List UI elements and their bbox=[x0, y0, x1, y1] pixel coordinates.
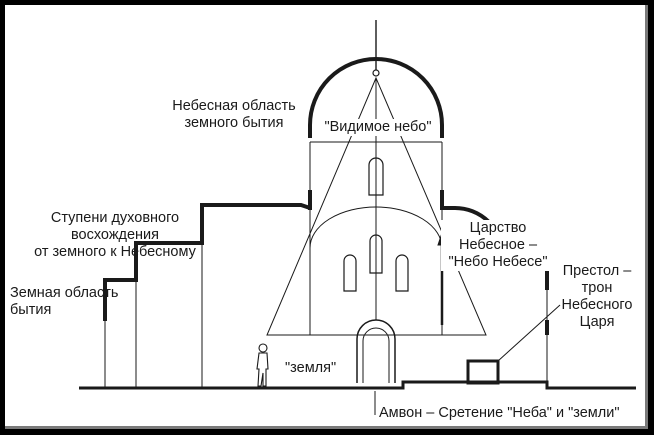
door-inner bbox=[362, 327, 390, 383]
human-figure bbox=[256, 343, 269, 387]
diagram-canvas: Небесная область земного бытия "Видимое … bbox=[5, 5, 648, 429]
label-heavenly-region: Небесная область земного бытия bbox=[165, 98, 303, 132]
altar-leader-line bbox=[497, 304, 561, 362]
nave-window-right bbox=[395, 254, 409, 292]
label-kingdom: Царство Небесное – "Небо Небесе" bbox=[441, 220, 555, 271]
label-kingdom-line3: "Небо Небесе" bbox=[448, 254, 548, 270]
label-throne-line4: Царя bbox=[579, 314, 615, 330]
roofline-left bbox=[103, 203, 311, 321]
altar-table bbox=[466, 359, 500, 385]
label-visible-sky: "Видимое небо" bbox=[317, 119, 439, 136]
label-throne-line2: трон bbox=[581, 280, 613, 296]
nave-window-center bbox=[369, 234, 383, 274]
drum-window bbox=[368, 157, 384, 196]
door-outer bbox=[356, 319, 396, 383]
ground-line bbox=[79, 380, 636, 390]
label-throne-line1: Престол – bbox=[562, 263, 632, 279]
label-kingdom-line1: Царство bbox=[469, 220, 527, 236]
label-ambo: Амвон – Сретение "Неба" и "земли" bbox=[379, 405, 620, 421]
label-kingdom-line2: Небесное – bbox=[458, 237, 538, 253]
label-earthly-region-line2: бытия bbox=[10, 302, 52, 318]
triangle bbox=[266, 76, 487, 336]
label-heavenly-region-line1: Небесная область bbox=[172, 98, 296, 114]
label-throne-line3: Небесного bbox=[561, 297, 633, 313]
label-steps-line2: восхождения bbox=[70, 227, 160, 243]
label-heavenly-region-line2: земного бытия bbox=[184, 115, 284, 131]
label-throne: Престол – трон Небесного Царя bbox=[553, 263, 641, 331]
dome-outline bbox=[308, 57, 444, 138]
label-steps: Ступени духовного восхождения от земного… bbox=[25, 210, 205, 261]
label-earth: "земля" bbox=[285, 360, 337, 376]
label-earthly-region: Земная область бытия bbox=[10, 285, 118, 319]
spire-knob bbox=[372, 69, 380, 77]
label-earthly-region-line1: Земная область bbox=[10, 285, 119, 301]
label-steps-line3: от земного к Небесному bbox=[34, 244, 196, 260]
nave-window-left bbox=[343, 254, 357, 292]
label-steps-line1: Ступени духовного bbox=[50, 210, 180, 226]
